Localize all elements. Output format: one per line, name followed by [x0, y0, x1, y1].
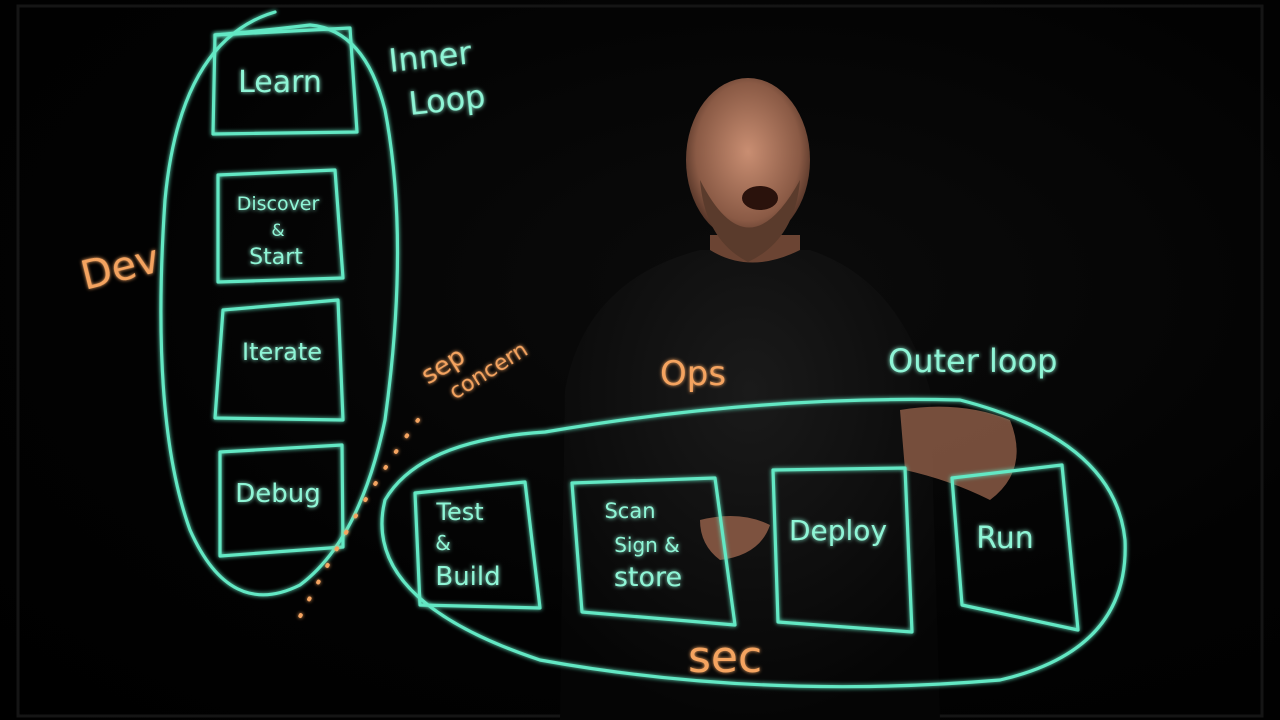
iterate-label: Iterate	[242, 338, 322, 366]
scan-label-line2: Sign &	[614, 533, 680, 557]
separation-dotted-line	[290, 418, 420, 634]
inner-loop-label-line1: Inner	[387, 33, 474, 80]
run-label: Run	[976, 521, 1034, 556]
discover-label-line2: &	[271, 221, 284, 241]
debug-label: Debug	[235, 479, 321, 509]
dev-label: Dev	[76, 236, 164, 300]
test-build-box: Test & Build	[413, 480, 542, 610]
discover-label-line1: Discover	[237, 193, 320, 215]
deploy-box: Deploy	[771, 466, 914, 634]
debug-box: Debug	[218, 443, 345, 558]
scan-sign-store-box: Scan Sign & store	[570, 476, 737, 627]
iterate-box: Iterate	[213, 298, 345, 422]
discover-start-box: Discover & Start	[216, 168, 345, 284]
run-box: Run	[950, 463, 1080, 632]
inner-loop-label-line2: Loop	[407, 77, 487, 123]
learn-label: Learn	[238, 65, 322, 100]
outer-loop-label: Outer loop	[888, 342, 1057, 380]
ops-label: Ops	[660, 354, 726, 394]
test-label-line1: Test	[435, 498, 483, 526]
discover-label-line3: Start	[249, 245, 303, 270]
test-label-line3: Build	[435, 562, 500, 592]
scan-label-line3: store	[614, 562, 682, 593]
sec-label: sec	[688, 632, 762, 683]
scan-label-line1: Scan	[604, 499, 655, 523]
outer-loop-oval	[380, 397, 1127, 689]
deploy-label: Deploy	[789, 514, 887, 547]
presenter	[560, 78, 1017, 720]
inner-loop-oval	[159, 10, 400, 597]
test-label-line2: &	[435, 531, 451, 555]
learn-box: Learn	[211, 26, 359, 136]
